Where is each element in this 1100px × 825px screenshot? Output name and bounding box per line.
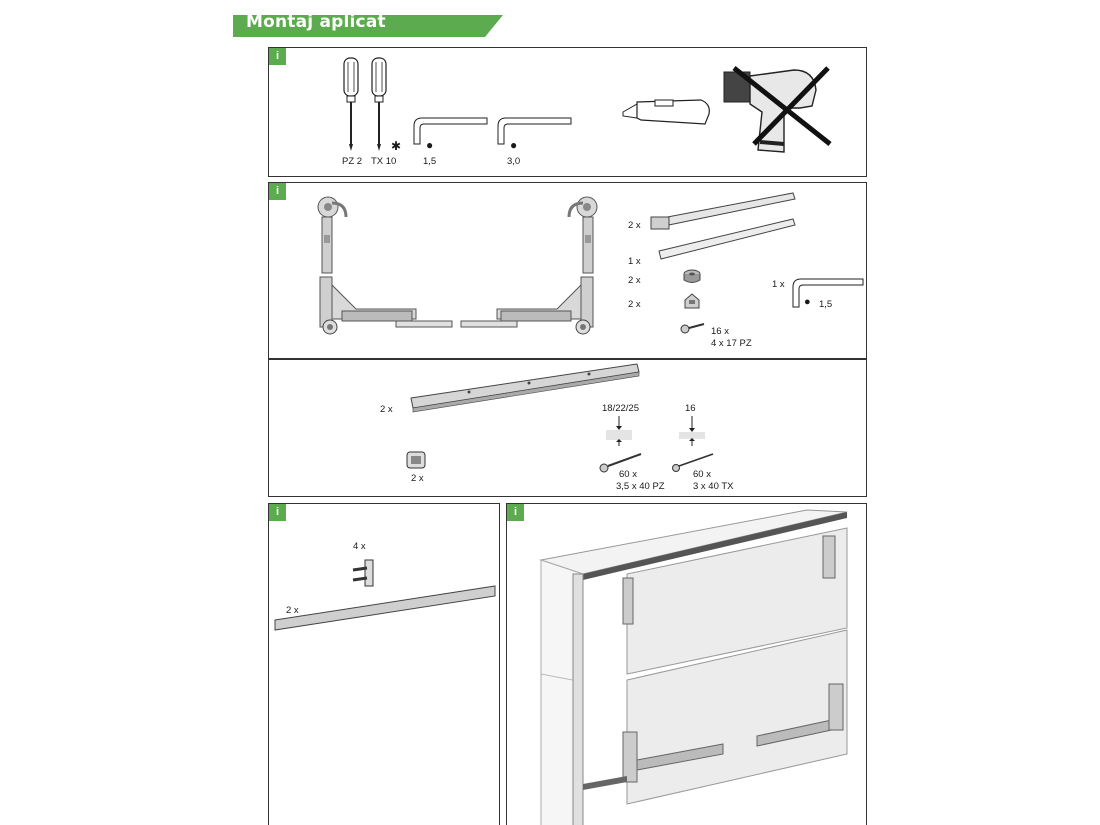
utility-knife-icon <box>622 99 710 125</box>
assembly-panel: i <box>506 503 867 825</box>
allen-key-icon <box>413 117 488 145</box>
fittings-panel: i 2 x 1 x 2 x <box>268 182 867 359</box>
page-title: Montaj aplicat <box>246 12 386 32</box>
screw-icon <box>672 453 714 472</box>
end-cap-qty: 2 x <box>411 473 424 484</box>
thickness-a-icon <box>606 416 632 446</box>
bumper-qty: 2 x <box>628 275 641 286</box>
bullet-icon: ● <box>426 138 434 152</box>
torx-star-icon: ✱ <box>391 139 402 153</box>
connector-icon <box>352 559 374 587</box>
bottom-roller-assembly-icon <box>460 276 594 335</box>
cabinet-assembly-illustration <box>539 509 848 825</box>
bumper-icon <box>683 269 701 283</box>
long-profile-qty: 2 x <box>628 220 641 231</box>
screwdriver-icon <box>343 57 359 151</box>
end-cap-icon <box>406 451 426 469</box>
allen-key-icon <box>497 117 572 145</box>
thickness-b-label: 16 <box>685 403 696 414</box>
short-profile-icon <box>658 218 796 260</box>
bottom-roller-assembly-icon <box>319 276 453 335</box>
info-badge: i <box>269 504 286 521</box>
allen-key-small-label: 1,5 <box>423 156 437 167</box>
screwdriver-icon <box>371 57 387 151</box>
tools-panel: i ✱ PZ 2 TX 10 ● 1,5 ● 3,0 <box>268 47 867 177</box>
top-roller-bracket-icon <box>567 196 598 274</box>
connectors-panel: i 4 x 2 x <box>268 503 500 825</box>
screw-icon <box>599 453 642 473</box>
bullet-icon: ● <box>510 138 518 152</box>
rail-icon <box>410 363 640 413</box>
screw-a-qty: 60 x <box>619 469 637 480</box>
title-banner <box>233 15 503 37</box>
clip-icon <box>684 293 700 309</box>
short-profile-qty: 1 x <box>628 256 641 267</box>
power-drill-prohibited-icon <box>723 66 832 153</box>
thickness-a-label: 18/22/25 <box>602 403 639 414</box>
info-badge: i <box>507 504 524 521</box>
screw-qty: 16 x <box>711 326 729 337</box>
screwdriver-tx-label: TX 10 <box>371 156 397 167</box>
screw-icon <box>680 323 705 334</box>
screw-a-spec: 3,5 x 40 PZ <box>616 481 665 492</box>
connector-qty: 4 x <box>353 541 366 552</box>
allen-key-icon <box>792 278 864 308</box>
strip-qty: 2 x <box>286 605 299 616</box>
bullet-icon: ● <box>804 296 811 308</box>
allen-key-size: 1,5 <box>819 299 833 310</box>
rail-qty: 2 x <box>380 404 393 415</box>
info-badge: i <box>269 183 286 200</box>
screw-b-spec: 3 x 40 TX <box>693 481 734 492</box>
strip-icon <box>274 585 496 631</box>
screw-b-qty: 60 x <box>693 469 711 480</box>
clip-qty: 2 x <box>628 299 641 310</box>
screw-spec: 4 x 17 PZ <box>711 338 752 349</box>
allen-key-large-label: 3,0 <box>507 156 521 167</box>
top-roller-bracket-icon <box>317 196 348 274</box>
info-badge: i <box>269 48 286 65</box>
rails-panel: 2 x 2 x 18/22/25 60 x 3,5 x 40 PZ 16 60 … <box>268 359 867 497</box>
thickness-b-icon <box>679 416 705 446</box>
long-profile-icon <box>650 192 796 230</box>
screwdriver-pz-label: PZ 2 <box>342 156 363 167</box>
allen-key-qty: 1 x <box>772 279 785 290</box>
